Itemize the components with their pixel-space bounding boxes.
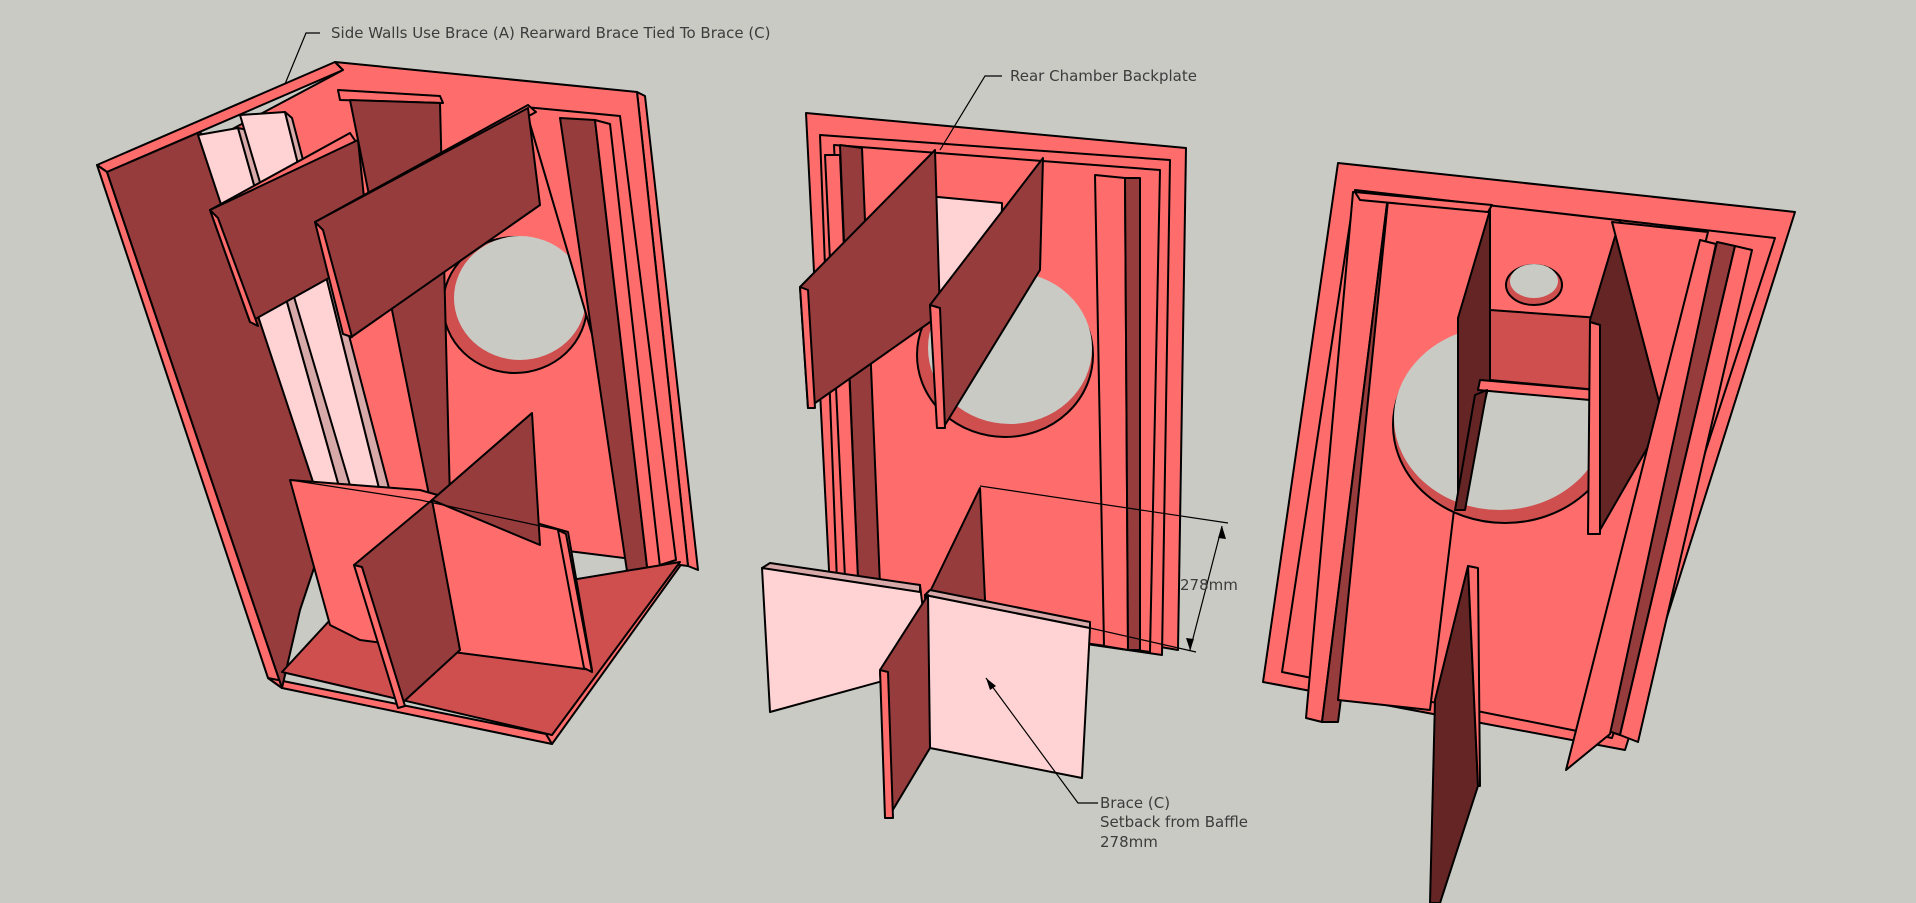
annotation-side-walls: Side Walls Use Brace (A) Rearward Brace … [331, 24, 771, 42]
annotation-brace-c-setback: Setback from Baffle [1100, 813, 1248, 831]
baffle-model-right[interactable] [1262, 162, 1796, 903]
rear-chamber-model-middle[interactable] [761, 112, 1229, 819]
enclosure-model-left[interactable] [96, 61, 699, 745]
annotation-brace-c-title: Brace (C) [1100, 794, 1171, 812]
annotation-brace-c-dimension: 278mm [1100, 833, 1158, 851]
annotation-rear-chamber: Rear Chamber Backplate [1010, 67, 1197, 85]
dimension-label: 278mm [1180, 576, 1238, 594]
